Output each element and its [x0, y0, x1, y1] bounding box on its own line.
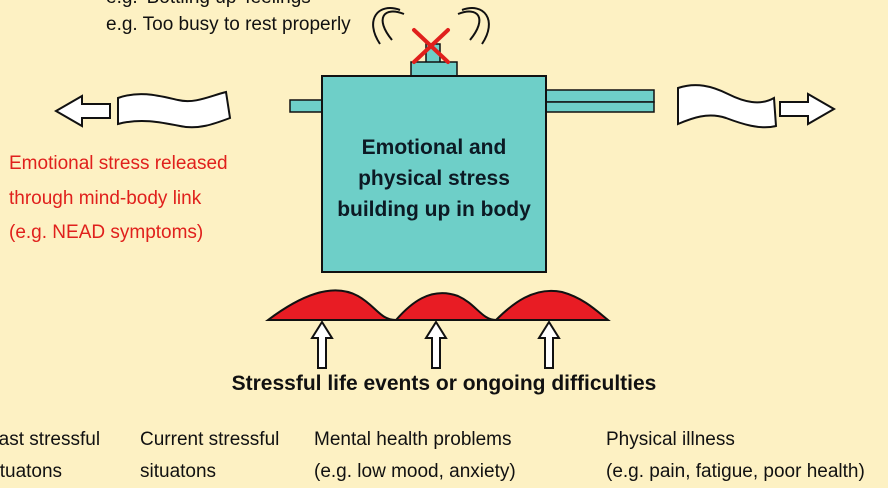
release-text-line1: Emotional stress released [9, 153, 228, 174]
blocked-cross-icon [412, 28, 450, 64]
stress-arrow-up-icon [424, 320, 448, 369]
release-wave-left [117, 90, 232, 129]
release-arrow-right-icon [779, 92, 837, 126]
pot-handle-right [545, 89, 655, 103]
release-arrow-left-icon [53, 94, 111, 128]
example-too-busy: e.g. Too busy to rest properly [106, 14, 351, 35]
steam-right-icon [457, 7, 490, 45]
pot-valve-base [410, 61, 458, 77]
steam-left-icon [372, 7, 405, 45]
stress-arrow-up-icon [310, 320, 334, 369]
example-bottling-up: e.g. 'Bottling up' feelings [106, 0, 311, 10]
cause-mental-line1: Mental health problems [314, 429, 512, 450]
release-wave-right [677, 84, 778, 129]
cause-physical-line2: (e.g. pain, fatigue, poor health) [606, 461, 865, 482]
stress-sources-heading: Stressful life events or ongoing difficu… [231, 372, 657, 395]
cause-current-line2: situatons [140, 461, 217, 482]
heat-flame [264, 289, 611, 322]
pot-body [321, 75, 547, 273]
cause-past-line1: Past stressful [0, 429, 101, 450]
cause-past-line2: situatons [0, 461, 63, 482]
stress-arrow-up-icon [537, 320, 561, 369]
pot-label: Emotional and physical stress building u… [337, 136, 531, 221]
release-text-line3: (e.g. NEAD symptoms) [9, 222, 204, 243]
cause-mental-line2: (e.g. low mood, anxiety) [314, 461, 516, 482]
pot-handle-left [289, 99, 325, 113]
cause-current-line1: Current stressful [140, 429, 280, 450]
pot-handle-right-lower [545, 101, 655, 113]
cause-physical-line1: Physical illness [606, 429, 735, 450]
release-text-line2: through mind-body link [9, 188, 202, 209]
